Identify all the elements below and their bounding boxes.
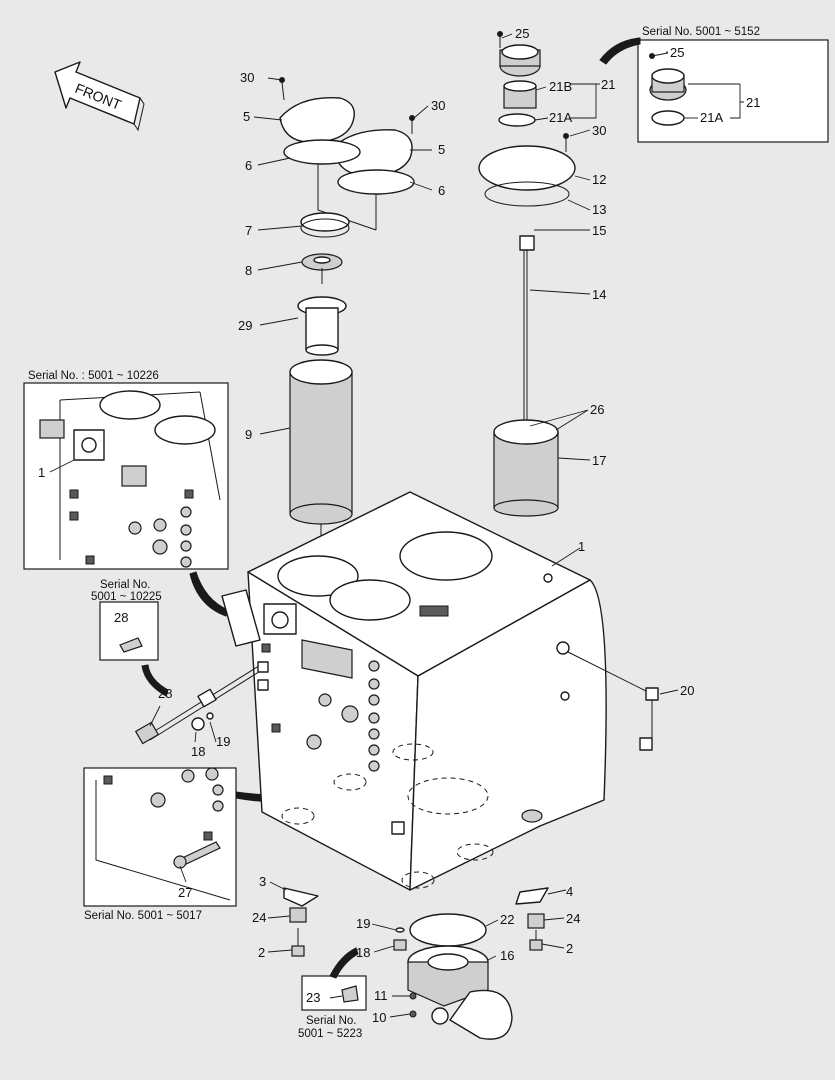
callout-5: 5 <box>438 142 445 157</box>
lower-parts <box>283 887 549 1040</box>
callout-18: 18 <box>356 945 370 960</box>
callout-23: 23 <box>306 990 320 1005</box>
callout-2: 2 <box>258 945 265 960</box>
callout-19: 19 <box>216 734 230 749</box>
callout-1: 1 <box>38 465 45 480</box>
side-fittings <box>134 651 659 751</box>
callout-17: 17 <box>592 453 606 468</box>
serial-label-5017: Serial No. 5001 ~ 5017 <box>84 910 202 922</box>
serial-label-5223-1: Serial No. <box>306 1015 357 1027</box>
callout-5: 5 <box>243 109 250 124</box>
callout-8: 8 <box>245 263 252 278</box>
callout-21: 21 <box>601 77 615 92</box>
hydraulic-tank <box>221 491 607 891</box>
callout-29: 29 <box>238 318 252 333</box>
callout-18: 18 <box>191 744 205 759</box>
callout-16: 16 <box>500 948 514 963</box>
serial-label-10226: Serial No. : 5001 ~ 10226 <box>28 370 159 382</box>
cover-plates <box>279 77 415 231</box>
callout-12: 12 <box>592 172 606 187</box>
callout-30: 30 <box>240 70 254 85</box>
callout-25: 25 <box>515 26 529 41</box>
inset-serial-5017: Serial No. 5001 ~ 5017 <box>83 767 341 922</box>
callout-6: 6 <box>438 183 445 198</box>
callout-14: 14 <box>592 287 606 302</box>
inset-serial-10226: Serial No. : 5001 ~ 10226 <box>23 370 229 617</box>
callout-11: 11 <box>374 988 388 1003</box>
inset-serial-5223: Serial No. 5001 ~ 5223 <box>298 947 367 1040</box>
callout-19: 19 <box>356 916 370 931</box>
inset-serial-10225: Serial No. 5001 ~ 10225 <box>91 579 169 697</box>
callout-9: 9 <box>245 427 252 442</box>
serial-label-5152: Serial No. 5001 ~ 5152 <box>642 26 760 38</box>
leader-lines <box>49 33 744 1018</box>
serial-label-10225-1: Serial No. <box>100 579 151 591</box>
callout-30: 30 <box>431 98 445 113</box>
front-arrow: FRONT <box>54 61 145 132</box>
callout-27: 27 <box>178 885 192 900</box>
callout-3: 3 <box>259 874 266 889</box>
callout-21: 21 <box>746 95 760 110</box>
callout-4: 4 <box>566 884 573 899</box>
serial-label-10225-2: 5001 ~ 10225 <box>91 591 162 603</box>
breather-assembly <box>478 31 576 517</box>
callout-25: 25 <box>670 45 684 60</box>
callout-28: 28 <box>114 610 128 625</box>
callout-21A: 21A <box>700 110 723 125</box>
callout-28: 28 <box>158 686 172 701</box>
callout-15: 15 <box>592 223 606 238</box>
callout-21B: 21B <box>549 79 572 94</box>
callout-7: 7 <box>245 223 252 238</box>
callout-21A: 21A <box>549 110 572 125</box>
callout-30: 30 <box>592 123 606 138</box>
callout-24: 24 <box>252 910 266 925</box>
inset-serial-5152: Serial No. 5001 ~ 5152 <box>599 26 829 143</box>
callout-26: 26 <box>590 402 604 417</box>
callout-numbers: 25 25 21 21 21B 21A 21A 30 30 30 5 5 6 6… <box>38 26 760 1025</box>
serial-label-5223-2: 5001 ~ 5223 <box>298 1028 362 1040</box>
callout-22: 22 <box>500 912 514 927</box>
callout-20: 20 <box>680 683 694 698</box>
callout-10: 10 <box>372 1010 386 1025</box>
callout-24: 24 <box>566 911 580 926</box>
callout-13: 13 <box>592 202 606 217</box>
callout-6: 6 <box>245 158 252 173</box>
callout-1: 1 <box>578 539 585 554</box>
callout-2: 2 <box>566 941 573 956</box>
filter-stack <box>289 212 353 580</box>
